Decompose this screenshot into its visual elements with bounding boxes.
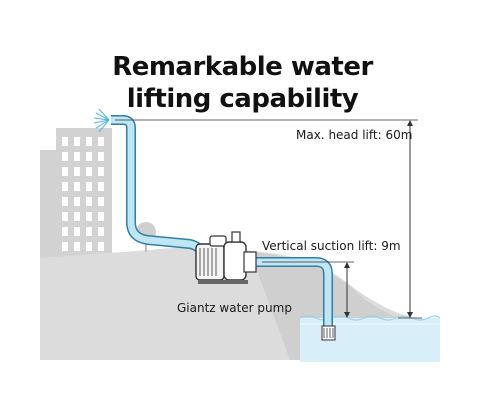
suction-lift-label: Vertical suction lift: 9m <box>262 239 401 253</box>
water-pump-icon <box>195 231 257 284</box>
pump-name-label: Giantz water pump <box>177 301 292 315</box>
water-body <box>300 318 440 362</box>
building-icon <box>40 128 112 260</box>
title-line-2: lifting capability <box>126 84 359 114</box>
foot-valve-icon <box>321 325 336 341</box>
spray-icon <box>93 108 110 133</box>
discharge-pipe <box>111 115 209 257</box>
suction-lift-marker <box>262 261 354 318</box>
max-head-lift-marker <box>115 119 422 319</box>
max-head-lift-label: Max. head lift: 60m <box>296 128 412 142</box>
title-line-1: Remarkable water <box>112 52 373 82</box>
